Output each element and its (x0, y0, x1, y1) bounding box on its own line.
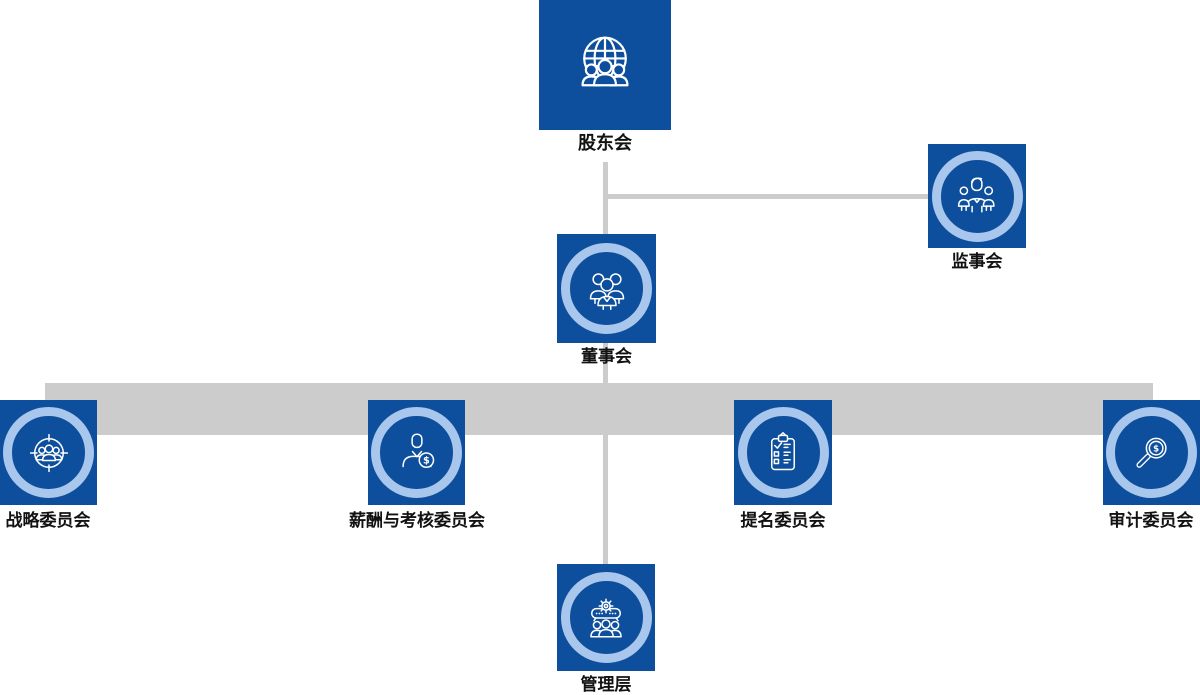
node-label-supervisory-board: 监事会 (951, 252, 1003, 272)
node-label-strategy-committee: 战略委员会 (5, 511, 91, 531)
node-ring: $ (371, 407, 462, 498)
node-label-board-of-directors: 董事会 (581, 347, 632, 367)
connector-shareholders-board (603, 162, 608, 236)
node-board-of-directors (557, 234, 656, 343)
node-ring (561, 243, 652, 334)
node-label-nomination-committee: 提名委员会 (740, 511, 826, 531)
node-ring: $ (1106, 407, 1197, 498)
connector-shareholders-supervisory (603, 194, 928, 199)
node-strategy-committee (0, 400, 97, 505)
node-ring (560, 572, 652, 663)
dollar-glyph: $ (1153, 444, 1159, 454)
globe-people-icon (570, 30, 640, 100)
person-dollar-icon: $ (393, 429, 441, 477)
node-ring (737, 407, 829, 498)
connector-committees-band (45, 383, 1153, 435)
node-compensation-committee: $ (368, 400, 465, 505)
people-group-icon (583, 265, 631, 313)
node-nomination-committee (734, 400, 832, 505)
connector-board-management (603, 342, 608, 566)
node-label-management: 管理层 (580, 675, 632, 695)
node-ring (3, 407, 94, 498)
node-shareholders (539, 0, 671, 130)
node-label-audit-committee: 审计委员会 (1108, 511, 1194, 531)
family-group-icon (953, 172, 1001, 220)
node-audit-committee: $ (1103, 400, 1200, 505)
node-label-compensation-committee: 薪酬与考核委员会 (349, 511, 485, 531)
clipboard-checklist-icon (759, 429, 807, 477)
target-team-icon (25, 429, 73, 477)
people-banner-gear-icon (582, 594, 630, 642)
node-supervisory-board (928, 144, 1026, 248)
dollar-glyph: $ (422, 455, 429, 466)
node-label-shareholders: 股东会 (578, 133, 632, 154)
magnifier-dollar-icon: $ (1128, 429, 1176, 477)
node-ring (931, 150, 1023, 242)
node-management (557, 564, 655, 671)
